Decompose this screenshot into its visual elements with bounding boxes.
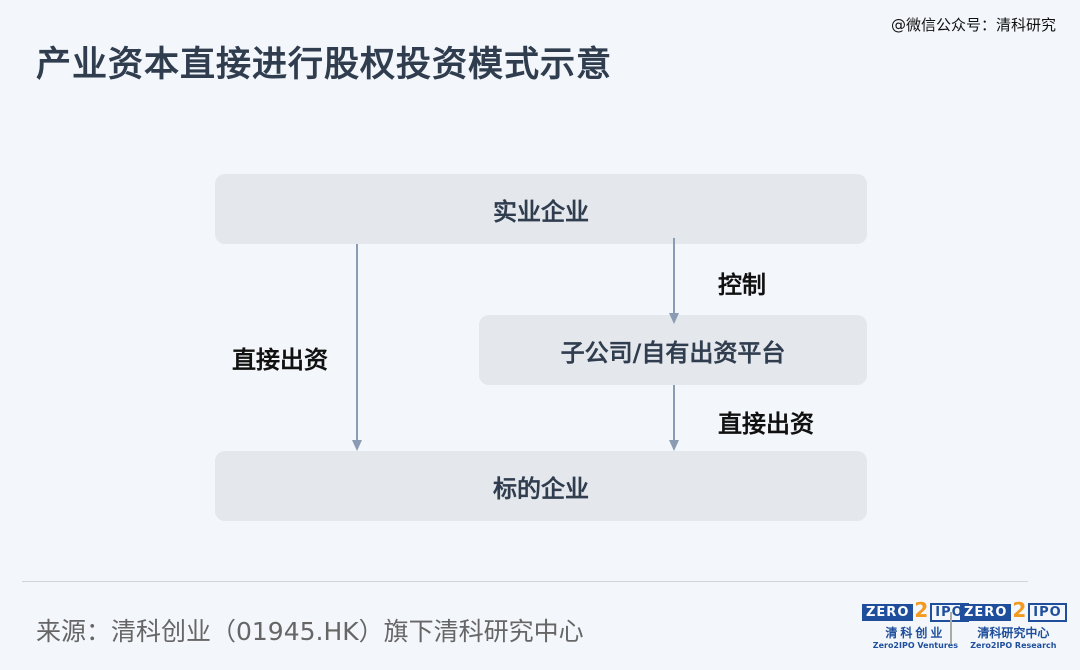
arrow-down-icon: [669, 440, 679, 451]
edge-left-line: [356, 244, 358, 440]
node-target-enterprise: 标的企业: [215, 451, 867, 521]
edge-control-line: [673, 238, 675, 314]
watermark: @微信公众号：清科研究: [890, 16, 1056, 34]
arrow-down-icon: [352, 440, 362, 451]
node-subsidiary-platform: 子公司/自有出资平台: [479, 315, 867, 385]
page-title: 产业资本直接进行股权投资模式示意: [36, 45, 613, 85]
logo-text: ZERO: [960, 604, 1012, 621]
logo-text: 清科创业: [885, 626, 946, 640]
logo-text: IPO: [1028, 603, 1067, 622]
edge-right-line: [673, 385, 675, 440]
logo-separator: [950, 612, 952, 644]
logo-text: 2: [914, 597, 930, 622]
logo-text: Zero2IPO Research: [970, 641, 1057, 650]
edge-label-control: 控制: [718, 271, 766, 299]
node-industrial-enterprise: 实业企业: [215, 174, 867, 244]
logo-text: 清科研究中心: [977, 626, 1050, 640]
edge-label-direct-invest-left: 直接出资: [232, 346, 328, 374]
divider: [22, 581, 1028, 582]
logo-text: 2: [1012, 597, 1028, 622]
source-note: 来源：清科创业（01945.HK）旗下清科研究中心: [36, 617, 584, 646]
logo-text: ZERO: [862, 604, 914, 621]
logo-text: Zero2IPO Ventures: [872, 641, 958, 650]
arrow-down-icon: [669, 313, 679, 324]
edge-label-direct-invest-right: 直接出资: [718, 410, 814, 438]
